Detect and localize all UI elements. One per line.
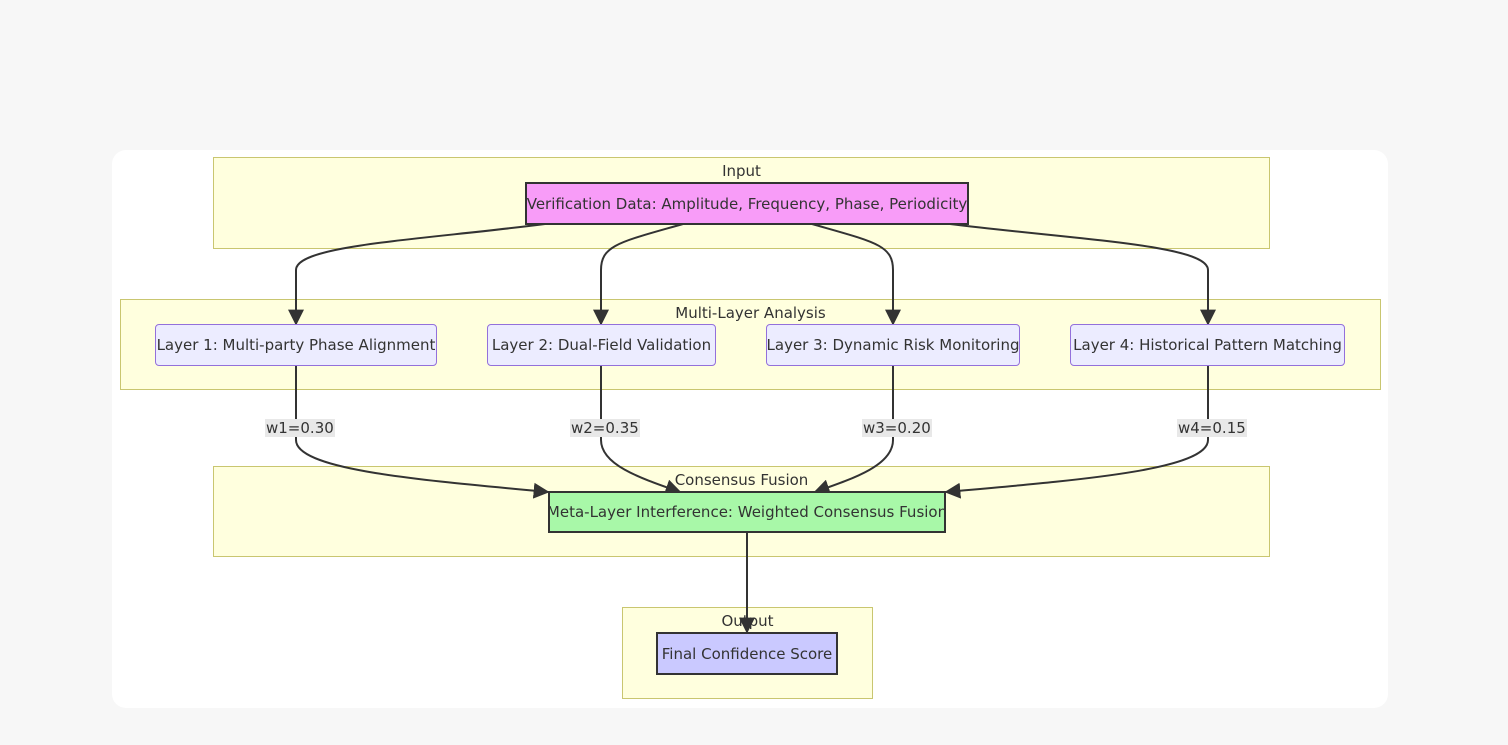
edge-input-layer2 bbox=[593, 223, 684, 326]
edge-label-w3: w3=0.20 bbox=[862, 419, 932, 437]
edge-layer4-meta bbox=[944, 365, 1209, 499]
edge-layer3-meta bbox=[813, 365, 894, 495]
edge-label-w2: w2=0.35 bbox=[570, 419, 640, 437]
node-layer-1[interactable]: Layer 1: Multi-party Phase Alignment bbox=[155, 324, 437, 366]
edge-layer1-meta bbox=[295, 365, 550, 499]
edge-input-layer1 bbox=[288, 223, 546, 326]
edge-label-w1: w1=0.30 bbox=[265, 419, 335, 437]
node-final-confidence-score[interactable]: Final Confidence Score bbox=[656, 632, 838, 675]
cluster-fusion-title: Consensus Fusion bbox=[674, 471, 809, 489]
node-meta-layer-fusion[interactable]: Meta-Layer Interference: Weighted Consen… bbox=[547, 491, 947, 533]
cluster-analysis-title: Multi-Layer Analysis bbox=[675, 304, 826, 322]
cluster-input-title: Input bbox=[722, 162, 761, 180]
node-layer-4[interactable]: Layer 4: Historical Pattern Matching bbox=[1070, 324, 1345, 366]
edge-label-w4: w4=0.15 bbox=[1177, 419, 1247, 437]
edge-layer2-meta bbox=[600, 365, 682, 495]
edge-input-layer3 bbox=[811, 223, 901, 326]
node-layer-2[interactable]: Layer 2: Dual-Field Validation bbox=[487, 324, 716, 366]
node-verification-data[interactable]: Verification Data: Amplitude, Frequency,… bbox=[525, 182, 969, 225]
edge-input-layer4 bbox=[949, 223, 1216, 326]
node-layer-3[interactable]: Layer 3: Dynamic Risk Monitoring bbox=[766, 324, 1020, 366]
